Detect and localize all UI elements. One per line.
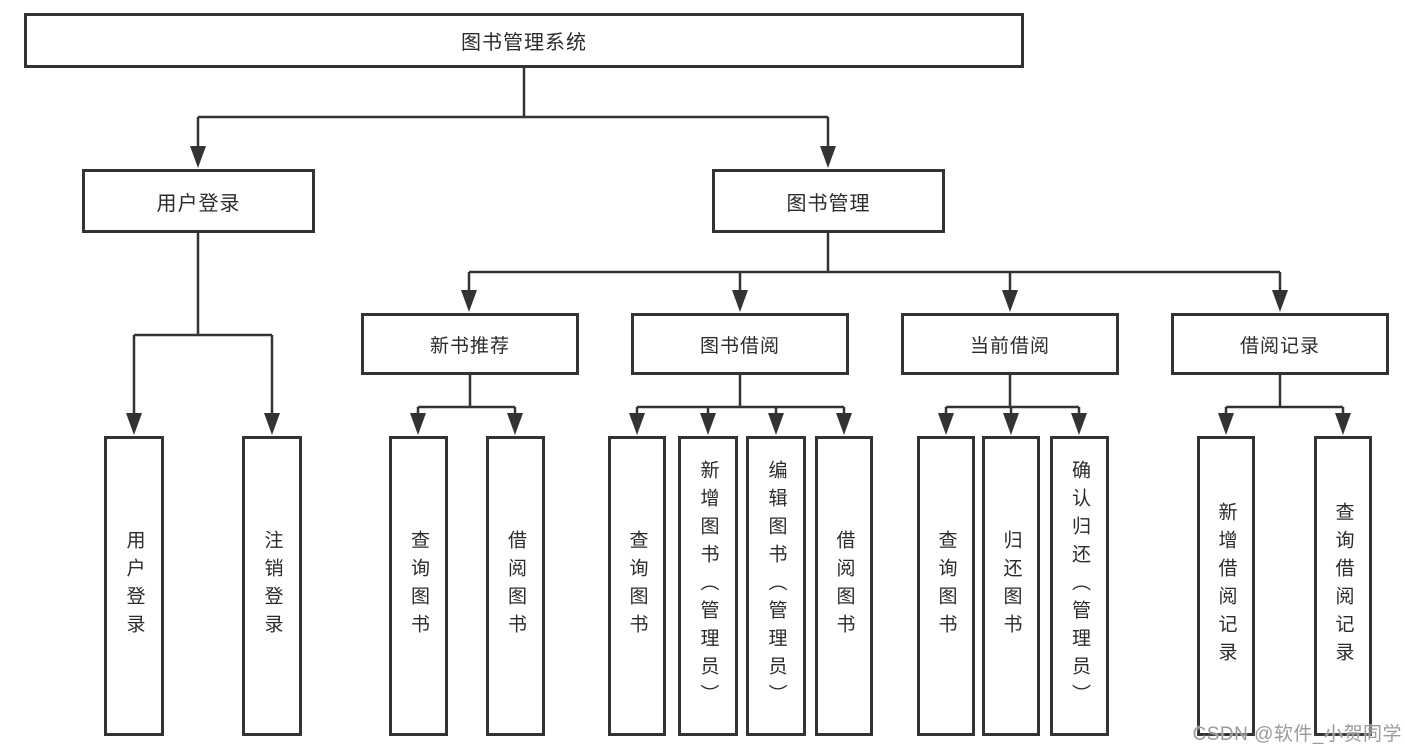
node-label: 当前借阅 bbox=[969, 335, 1050, 357]
node-label: 归还图书 bbox=[1000, 530, 1022, 642]
node-leaf-confirm-return-admin: 确认归还（管理员） bbox=[1050, 436, 1109, 736]
node-leaf-query-books-1: 查询图书 bbox=[389, 436, 448, 736]
node-leaf-add-books-admin: 新增图书（管理员） bbox=[678, 436, 738, 736]
csdn-watermark: CSDN @软件_小贺同学 bbox=[1192, 724, 1402, 745]
node-label: 借阅图书 bbox=[833, 530, 855, 642]
node-leaf-edit-books-admin: 编辑图书（管理员） bbox=[746, 436, 806, 736]
node-leaf-user-login: 用户登录 bbox=[104, 436, 164, 736]
node-book-management: 图书管理 bbox=[712, 169, 945, 233]
node-label: 新增图书（管理员） bbox=[697, 460, 719, 712]
node-label: 查询图书 bbox=[626, 530, 648, 642]
node-user-login-group: 用户登录 bbox=[82, 169, 315, 233]
node-label: 新书推荐 bbox=[429, 335, 510, 357]
node-label: 用户登录 bbox=[123, 530, 145, 642]
node-leaf-query-books-2: 查询图书 bbox=[608, 436, 666, 736]
node-leaf-return-books: 归还图书 bbox=[982, 436, 1040, 736]
node-label: 确认归还（管理员） bbox=[1069, 460, 1090, 712]
node-borrowing-records: 借阅记录 bbox=[1171, 313, 1389, 375]
node-leaf-query-books-3: 查询图书 bbox=[917, 436, 975, 736]
node-leaf-borrow-books-2: 借阅图书 bbox=[815, 436, 873, 736]
node-leaf-logout: 注销登录 bbox=[242, 436, 302, 736]
node-label: 图书借阅 bbox=[699, 335, 780, 357]
node-leaf-borrow-books-1: 借阅图书 bbox=[486, 436, 545, 736]
node-label: 查询图书 bbox=[935, 530, 957, 642]
node-label: 借阅记录 bbox=[1239, 335, 1320, 357]
node-leaf-query-borrow-record: 查询借阅记录 bbox=[1314, 436, 1372, 736]
node-leaf-add-borrow-record: 新增借阅记录 bbox=[1197, 436, 1255, 736]
node-label: 查询图书 bbox=[408, 530, 429, 642]
node-label: 新增借阅记录 bbox=[1215, 502, 1237, 670]
arrowheads bbox=[126, 146, 1351, 435]
node-current-borrowing: 当前借阅 bbox=[901, 313, 1119, 375]
node-label: 编辑图书（管理员） bbox=[765, 460, 787, 712]
node-label: 用户登录 bbox=[156, 192, 241, 215]
node-label: 图书管理系统 bbox=[461, 32, 587, 54]
node-label: 查询借阅记录 bbox=[1332, 502, 1354, 670]
node-book-borrowing: 图书借阅 bbox=[631, 313, 849, 375]
node-label: 注销登录 bbox=[261, 530, 283, 642]
node-new-book-recommend: 新书推荐 bbox=[361, 313, 579, 375]
node-label: 图书管理 bbox=[786, 192, 871, 215]
node-root-system: 图书管理系统 bbox=[24, 13, 1024, 68]
node-label: 借阅图书 bbox=[505, 530, 526, 642]
